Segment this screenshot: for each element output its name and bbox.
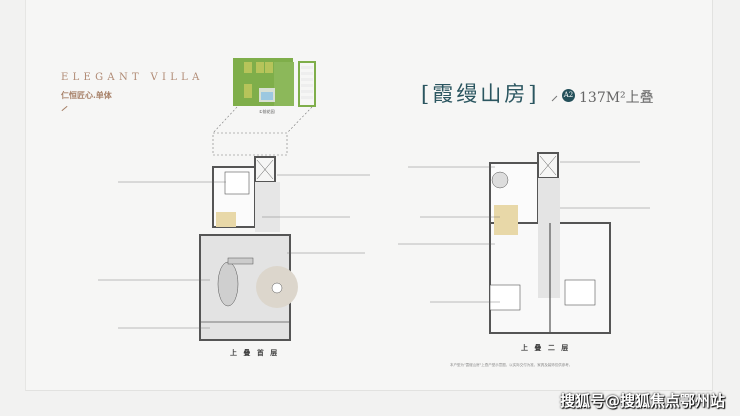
floor-label-second: 上 叠 二 层 <box>521 344 571 352</box>
first-floor-plan <box>199 156 298 341</box>
garden-plan <box>212 58 316 156</box>
footnote: 本户型为"霞缦山房"上叠户型示意图，以实际交付为准，家具及装饰仅供参考。 <box>450 363 573 367</box>
unit-area: 137M²上叠 <box>579 90 654 106</box>
garden-caption: ①前花园 <box>259 109 275 114</box>
second-floor-plan <box>489 152 611 334</box>
brand-name: ELEGANT VILLA <box>61 72 204 83</box>
floor-label-first: 上 叠 首 层 <box>230 349 280 357</box>
unit-badge: A2 <box>562 89 575 102</box>
page-title: [霞缦山房] <box>421 82 540 106</box>
brand-tagline: 仁恒匠心.单体 <box>61 90 112 100</box>
annotation-lines <box>398 161 650 303</box>
annotation-lines <box>98 174 370 329</box>
watermark: 搜狐号@搜狐焦点鄂州站 <box>560 392 726 410</box>
